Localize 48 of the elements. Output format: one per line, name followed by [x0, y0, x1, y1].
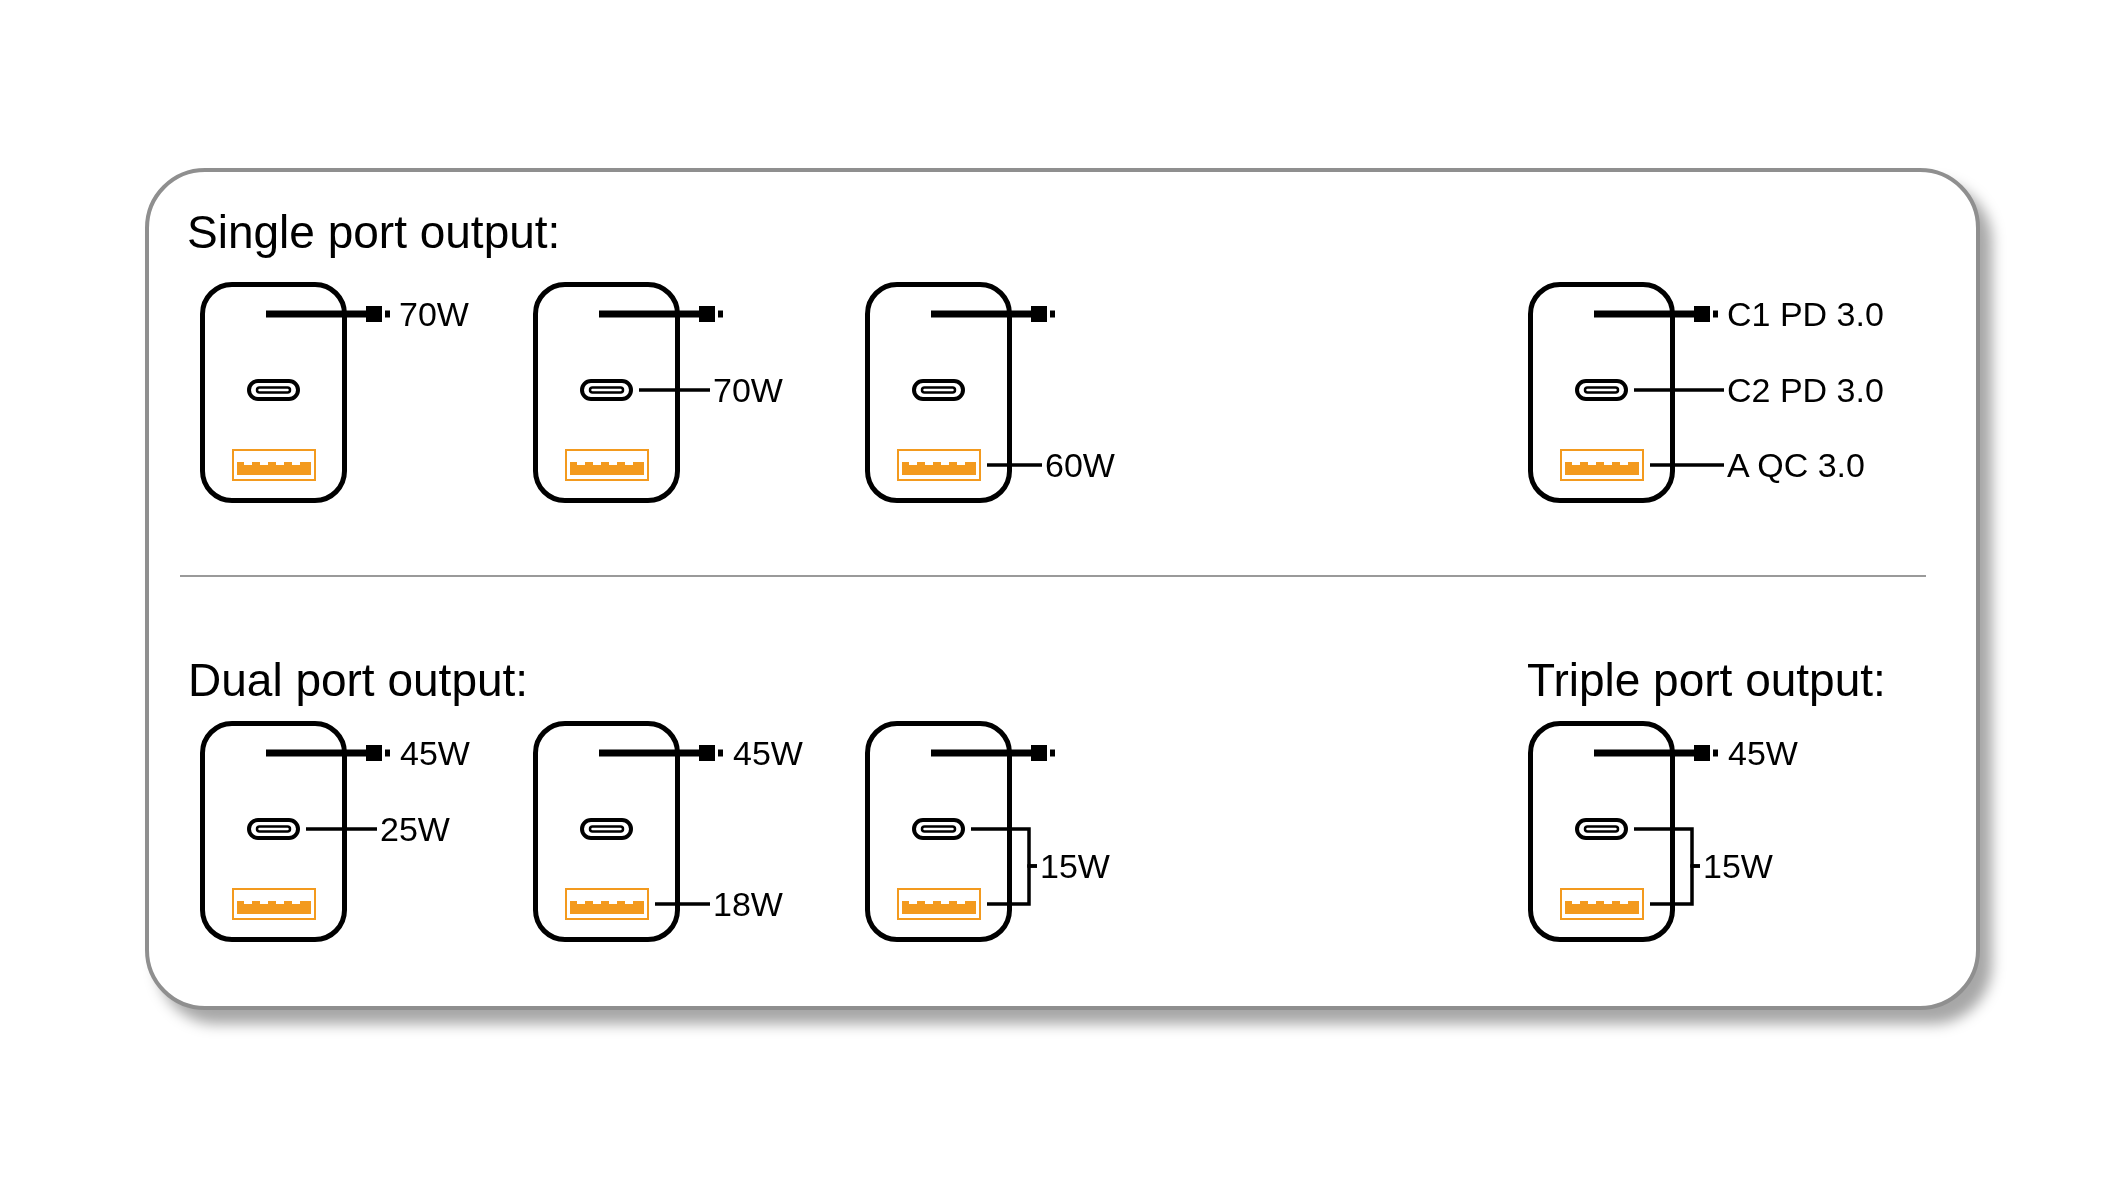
charger-body [865, 282, 1012, 503]
leader-line [987, 864, 1037, 906]
wattage-label: C1 PD 3.0 [1727, 294, 1884, 334]
wattage-label: 60W [1045, 445, 1115, 485]
usb-a-port-icon [565, 449, 649, 481]
usb-c-port-icon [247, 818, 300, 840]
usb-c-port-icon [580, 818, 633, 840]
charger-body [533, 721, 680, 942]
leader-line [639, 388, 710, 392]
usb-a-port-icon [232, 888, 316, 920]
leader-line [987, 463, 1042, 467]
wattage-label: 18W [713, 884, 783, 924]
usb-a-port-icon [1560, 888, 1644, 920]
usb-c-port-icon [1575, 379, 1628, 401]
usb-c-port-icon [247, 379, 300, 401]
usb-a-port-icon [897, 888, 981, 920]
usb-c-port-icon [1575, 818, 1628, 840]
usb-c-port-icon [912, 818, 965, 840]
wattage-label: 70W [399, 294, 469, 334]
wattage-label: 45W [400, 733, 470, 773]
wattage-label: 15W [1703, 846, 1773, 886]
wattage-label: 45W [1728, 733, 1798, 773]
wattage-label: 15W [1040, 846, 1110, 886]
charger-body [1528, 721, 1675, 942]
section-heading: Single port output: [187, 205, 561, 259]
usb-c-port-icon [912, 379, 965, 401]
section-heading: Triple port output: [1527, 653, 1886, 707]
section-heading: Dual port output: [188, 653, 529, 707]
leader-line [1634, 388, 1724, 392]
wattage-label: 45W [733, 733, 803, 773]
wattage-label: 25W [380, 809, 450, 849]
usb-a-port-icon [232, 449, 316, 481]
charger-body [1528, 282, 1675, 503]
charger-body [200, 721, 347, 942]
wattage-label: C2 PD 3.0 [1727, 370, 1884, 410]
usb-c-port-icon [580, 379, 633, 401]
charger-body [865, 721, 1012, 942]
leader-line [1650, 463, 1724, 467]
usb-a-port-icon [897, 449, 981, 481]
wattage-label: 70W [713, 370, 783, 410]
leader-line [1650, 864, 1700, 906]
charger-body [533, 282, 680, 503]
usb-a-port-icon [1560, 449, 1644, 481]
leader-line [655, 902, 710, 906]
charger-body [200, 282, 347, 503]
usb-a-port-icon [565, 888, 649, 920]
wattage-label: A QC 3.0 [1727, 445, 1865, 485]
leader-line [306, 827, 377, 831]
